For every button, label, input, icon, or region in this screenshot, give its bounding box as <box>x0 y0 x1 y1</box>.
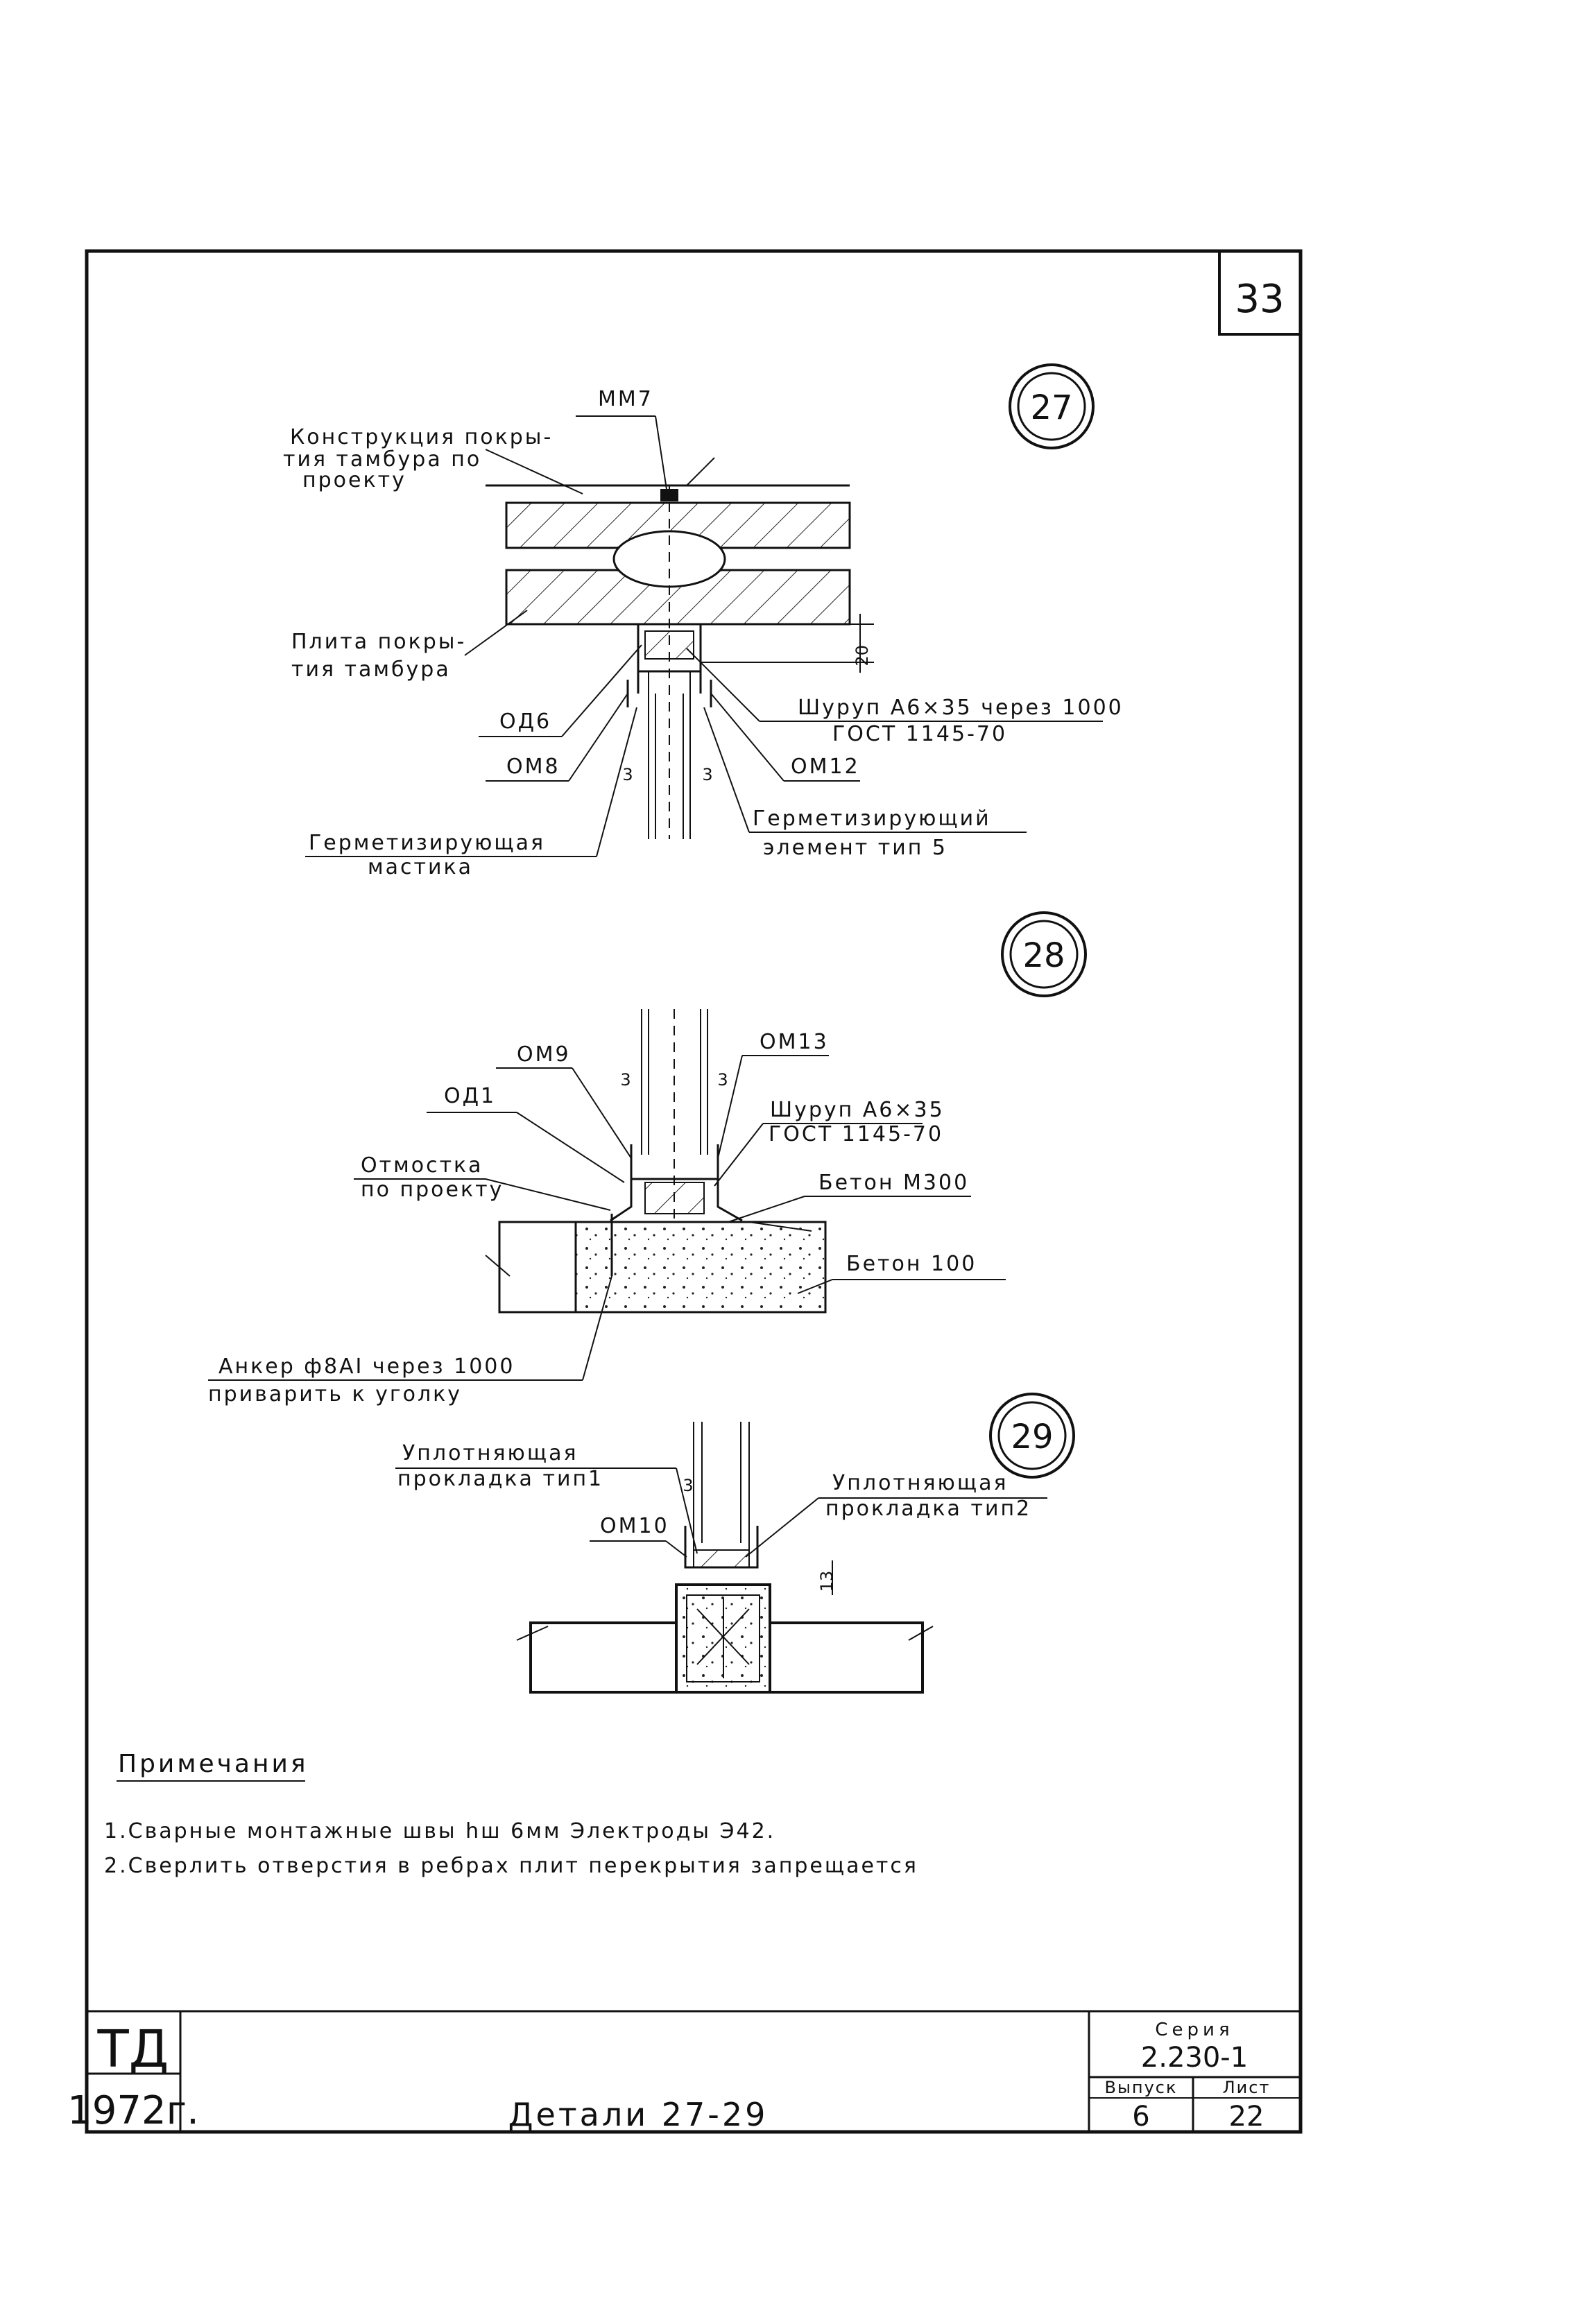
svg-text:элемент тип 5: элемент тип 5 <box>763 836 947 860</box>
svg-text:3: 3 <box>717 1070 728 1090</box>
title-block: ТД 1972г. Детали 27-29 Серия 2.230-1 Вып… <box>67 2010 1301 2133</box>
sheet-value: 22 <box>1229 2101 1264 2133</box>
svg-text:27: 27 <box>1030 388 1072 427</box>
drawing-title: Детали 27-29 <box>508 2096 769 2133</box>
svg-text:ГОСТ 1145-70: ГОСТ 1145-70 <box>832 722 1007 746</box>
sheet-number: 33 <box>1235 277 1284 322</box>
notes-title: Примечания <box>118 1750 309 1778</box>
issue-label: Выпуск <box>1105 2078 1178 2097</box>
svg-text:3: 3 <box>622 765 633 784</box>
svg-text:Уплотняющая: Уплотняющая <box>402 1441 578 1465</box>
svg-text:28: 28 <box>1022 936 1065 975</box>
svg-text:20: 20 <box>852 645 872 666</box>
svg-text:Конструкция покры-: Конструкция покры- <box>290 425 553 449</box>
svg-text:Шуруп А6×35: Шуруп А6×35 <box>770 1098 945 1122</box>
svg-text:приварить к уголку: приварить к уголку <box>208 1382 462 1406</box>
svg-text:ОД1: ОД1 <box>444 1084 496 1108</box>
svg-text:Бетон М300: Бетон М300 <box>818 1171 969 1195</box>
detail-marker-27: 27 <box>1009 363 1095 449</box>
note-item: 1.Сварные монтажные швы hш 6мм Электроды… <box>104 1819 775 1843</box>
series-value: 2.230-1 <box>1141 2042 1248 2074</box>
svg-text:ОМ13: ОМ13 <box>760 1030 829 1054</box>
svg-text:3: 3 <box>702 765 712 784</box>
svg-text:прокладка тип1: прокладка тип1 <box>397 1467 603 1491</box>
svg-text:тия тамбура: тия тамбура <box>291 657 451 682</box>
svg-text:прокладка тип2: прокладка тип2 <box>825 1497 1031 1521</box>
svg-text:тия тамбура по: тия тамбура по <box>283 447 481 472</box>
svg-text:ОМ10: ОМ10 <box>600 1514 669 1538</box>
detail-29: 29 3 13 Уплотняющая прокладка тип1 ОМ10 <box>395 1393 1075 1694</box>
svg-text:Герметизирующая: Герметизирующая <box>309 831 545 855</box>
svg-text:Плита покры-: Плита покры- <box>291 630 466 654</box>
svg-text:Отмостка: Отмостка <box>361 1153 483 1178</box>
issue-value: 6 <box>1132 2101 1149 2133</box>
svg-text:Герметизирующий: Герметизирующий <box>753 807 991 831</box>
svg-text:3: 3 <box>683 1476 693 1495</box>
svg-text:проекту: проекту <box>302 468 406 492</box>
svg-text:Шуруп А6×35 через 1000: Шуруп А6×35 через 1000 <box>798 696 1124 720</box>
notes-block: Примечания 1.Сварные монтажные швы hш 6м… <box>104 1750 918 1878</box>
svg-text:29: 29 <box>1011 1418 1053 1456</box>
detail-27: 27 20 3 3 ММ7 Констру <box>283 363 1124 879</box>
svg-text:ОД6: ОД6 <box>499 709 551 734</box>
svg-text:ОМ9: ОМ9 <box>517 1042 571 1067</box>
svg-text:ОМ8: ОМ8 <box>506 755 560 779</box>
svg-text:Бетон 100: Бетон 100 <box>846 1252 977 1276</box>
detail-marker-28: 28 <box>1001 911 1087 997</box>
sheet-label: Лист <box>1223 2078 1271 2097</box>
sheet-frame <box>85 249 1303 2134</box>
svg-text:3: 3 <box>620 1070 631 1090</box>
concrete-base <box>574 1221 827 1314</box>
svg-text:13: 13 <box>817 1571 837 1592</box>
svg-text:Анкер ф8АI через 1000: Анкер ф8АI через 1000 <box>218 1354 515 1379</box>
year: 1972г. <box>67 2088 199 2133</box>
series-label: Серия <box>1155 2020 1233 2040</box>
note-item: 2.Сверлить отверстия в ребрах плит перек… <box>104 1854 918 1878</box>
svg-text:по проекту: по проекту <box>361 1178 504 1202</box>
detail-28: 28 3 3 ОМ9 ОМ13 ОД1 <box>208 911 1087 1406</box>
svg-text:ММ7: ММ7 <box>598 387 653 411</box>
svg-text:ОМ12: ОМ12 <box>791 755 860 779</box>
svg-text:Уплотняющая: Уплотняющая <box>832 1471 1009 1495</box>
detail-marker-29: 29 <box>989 1393 1075 1479</box>
svg-text:мастика: мастика <box>368 855 473 879</box>
sheet-number-box: 33 <box>1218 250 1302 336</box>
org-code: ТД <box>96 2020 169 2079</box>
svg-text:ГОСТ 1145-70: ГОСТ 1145-70 <box>769 1122 943 1146</box>
